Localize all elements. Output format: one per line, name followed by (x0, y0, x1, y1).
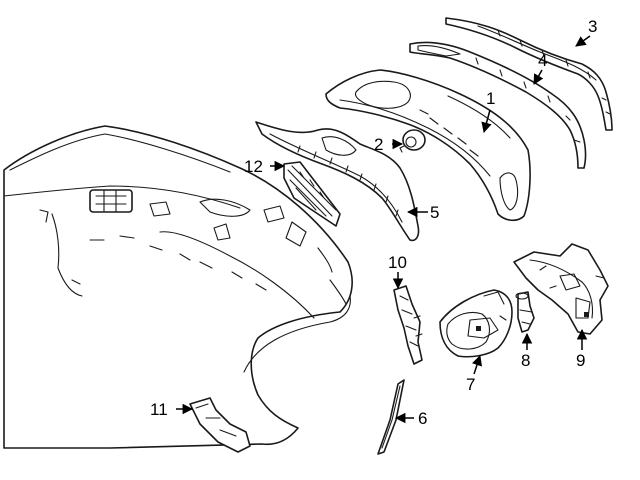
bumper-cover (3, 125, 353, 449)
callout-9: 9 (576, 351, 585, 370)
lower-grille-panel (255, 121, 420, 242)
leader-4 (533, 69, 544, 85)
callout-1: 1 (486, 89, 495, 108)
callout-3: 3 (588, 17, 597, 36)
callout-7: 7 (466, 375, 475, 394)
grille-mesh (283, 161, 341, 227)
leader-1 (481, 109, 492, 134)
side-bracket (393, 285, 423, 365)
callout-labels: 1 2 3 4 5 6 7 8 9 10 11 12 (150, 17, 597, 428)
bumper-plug (399, 129, 426, 153)
trim-strip-upper (445, 17, 613, 131)
housing-bracket (439, 289, 513, 358)
leader-3 (575, 35, 591, 47)
callout-6: 6 (418, 409, 427, 428)
leader-lines (176, 35, 591, 424)
callout-12: 12 (244, 157, 263, 176)
mounting-bracket (513, 243, 609, 335)
lower-valance (325, 69, 531, 222)
callout-5: 5 (430, 203, 439, 222)
callout-8: 8 (521, 351, 530, 370)
leader-7 (472, 355, 482, 375)
corner-bracket (189, 397, 251, 453)
callout-11: 11 (150, 400, 168, 419)
trim-strip-middle (409, 41, 587, 169)
callout-4: 4 (538, 51, 547, 70)
side-rail-strip (377, 379, 405, 455)
callout-2: 2 (374, 135, 383, 154)
callout-10: 10 (388, 253, 407, 272)
parking-sensor (515, 291, 535, 333)
